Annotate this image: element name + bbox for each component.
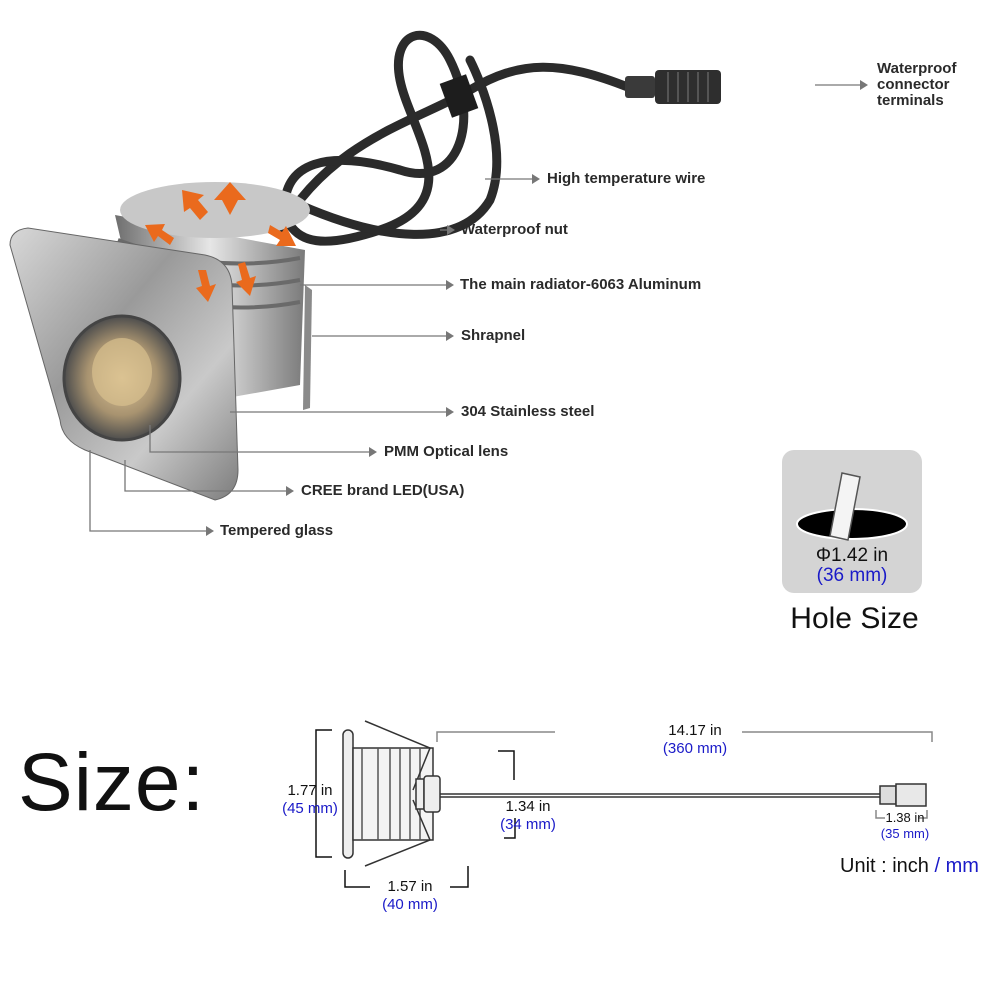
led-chip bbox=[92, 338, 152, 406]
dim-height-in: 1.77 in bbox=[287, 782, 333, 799]
dim-depth-mm: (40 mm) bbox=[382, 896, 438, 913]
dim-cable-in: 14.17 in bbox=[668, 722, 722, 739]
hole-inch: Φ1.42 in bbox=[815, 545, 889, 566]
dim-cable-mm: (360 mm) bbox=[662, 740, 728, 757]
dim-height-mm: (45 mm) bbox=[282, 800, 338, 817]
unit-mm: / mm bbox=[934, 855, 979, 877]
callout-line: terminals bbox=[877, 92, 944, 109]
hole-size-title: Hole Size bbox=[790, 602, 919, 635]
callout-wire: High temperature wire bbox=[547, 170, 706, 187]
dim-height: 1.77 in (45 mm) bbox=[270, 782, 350, 818]
dim-nut-mm: (34 mm) bbox=[500, 816, 556, 833]
cable bbox=[275, 30, 635, 246]
callout-nut: Waterproof nut bbox=[461, 221, 568, 238]
cable-strap bbox=[439, 74, 479, 118]
dim-connector-mm: (35 mm) bbox=[880, 826, 930, 841]
callout-connector-terminals: Waterproof connector terminals bbox=[877, 61, 956, 109]
heat-arrows-icon bbox=[145, 182, 296, 302]
callout-led: CREE brand LED(USA) bbox=[301, 482, 465, 499]
dim-connector: 1.38 in (35 mm) bbox=[870, 810, 940, 842]
callout-glass: Tempered glass bbox=[220, 522, 334, 539]
connector bbox=[625, 70, 721, 104]
dimension-drawing bbox=[315, 720, 933, 888]
callout-arrowheads bbox=[206, 80, 868, 536]
hole-diameter: Φ1.42 in (36 mm) bbox=[782, 546, 922, 586]
callout-radiator: The main radiator-6063 Aluminum bbox=[460, 276, 702, 293]
dim-connector-in: 1.38 in bbox=[885, 810, 925, 825]
unit-inch: Unit : inch bbox=[840, 855, 929, 877]
hole-mm: (36 mm) bbox=[816, 565, 888, 586]
dim-nut-in: 1.34 in bbox=[505, 798, 551, 815]
dim-cable: 14.17 in (360 mm) bbox=[640, 722, 750, 758]
dim-depth: 1.57 in (40 mm) bbox=[370, 878, 450, 914]
callout-line: Waterproof bbox=[877, 60, 957, 77]
callout-shrapnel: Shrapnel bbox=[461, 327, 526, 344]
dim-depth-in: 1.57 in bbox=[370, 878, 450, 896]
unit-label: Unit : inch / mm bbox=[840, 855, 979, 878]
callout-line: connector bbox=[877, 76, 950, 93]
radiator-top bbox=[120, 182, 310, 238]
callout-steel: 304 Stainless steel bbox=[461, 403, 595, 420]
dim-nut: 1.34 in (34 mm) bbox=[490, 798, 566, 834]
shrapnel bbox=[303, 285, 312, 410]
callout-lens: PMM Optical lens bbox=[384, 443, 509, 460]
callout-lines bbox=[89, 84, 862, 532]
size-title: Size: bbox=[18, 737, 206, 828]
saw-icon bbox=[829, 472, 861, 541]
